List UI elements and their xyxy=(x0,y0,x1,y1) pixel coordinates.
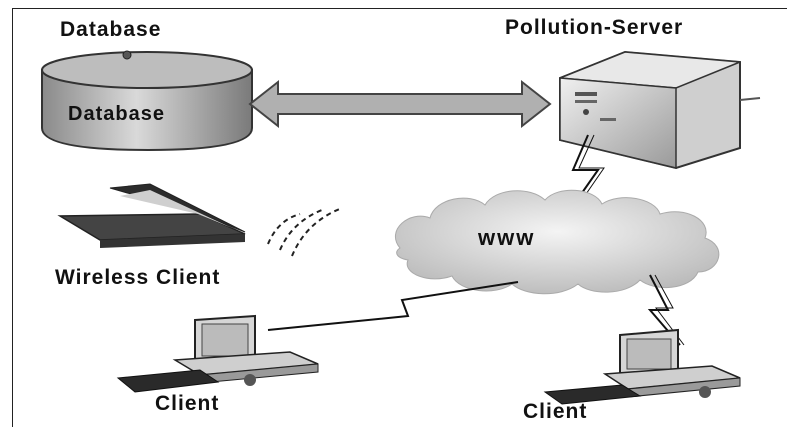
lightning-link-icon xyxy=(267,281,519,331)
lightning-link-icon xyxy=(569,134,605,211)
lightning-link-icon xyxy=(647,274,685,346)
database-cylinder-icon xyxy=(41,50,253,152)
database-title-label: Database xyxy=(60,18,162,41)
frame-border-top xyxy=(12,8,787,9)
wireless-client-label: Wireless Client xyxy=(55,266,221,289)
cloud-icon xyxy=(394,189,720,295)
desktop-computer-icon xyxy=(116,314,319,393)
server-label: Pollution-Server xyxy=(505,16,684,39)
desktop-computer-icon xyxy=(543,328,741,405)
database-inner-label: Database xyxy=(68,103,165,125)
wireless-waves-icon xyxy=(267,207,343,257)
double-arrow-icon xyxy=(248,79,552,129)
network-label: www xyxy=(478,225,536,250)
server-tower-icon xyxy=(559,50,761,170)
client-right-label: Client xyxy=(523,400,588,423)
laptop-icon xyxy=(57,183,246,248)
frame-border-left xyxy=(12,8,13,427)
client-left-label: Client xyxy=(155,392,220,415)
